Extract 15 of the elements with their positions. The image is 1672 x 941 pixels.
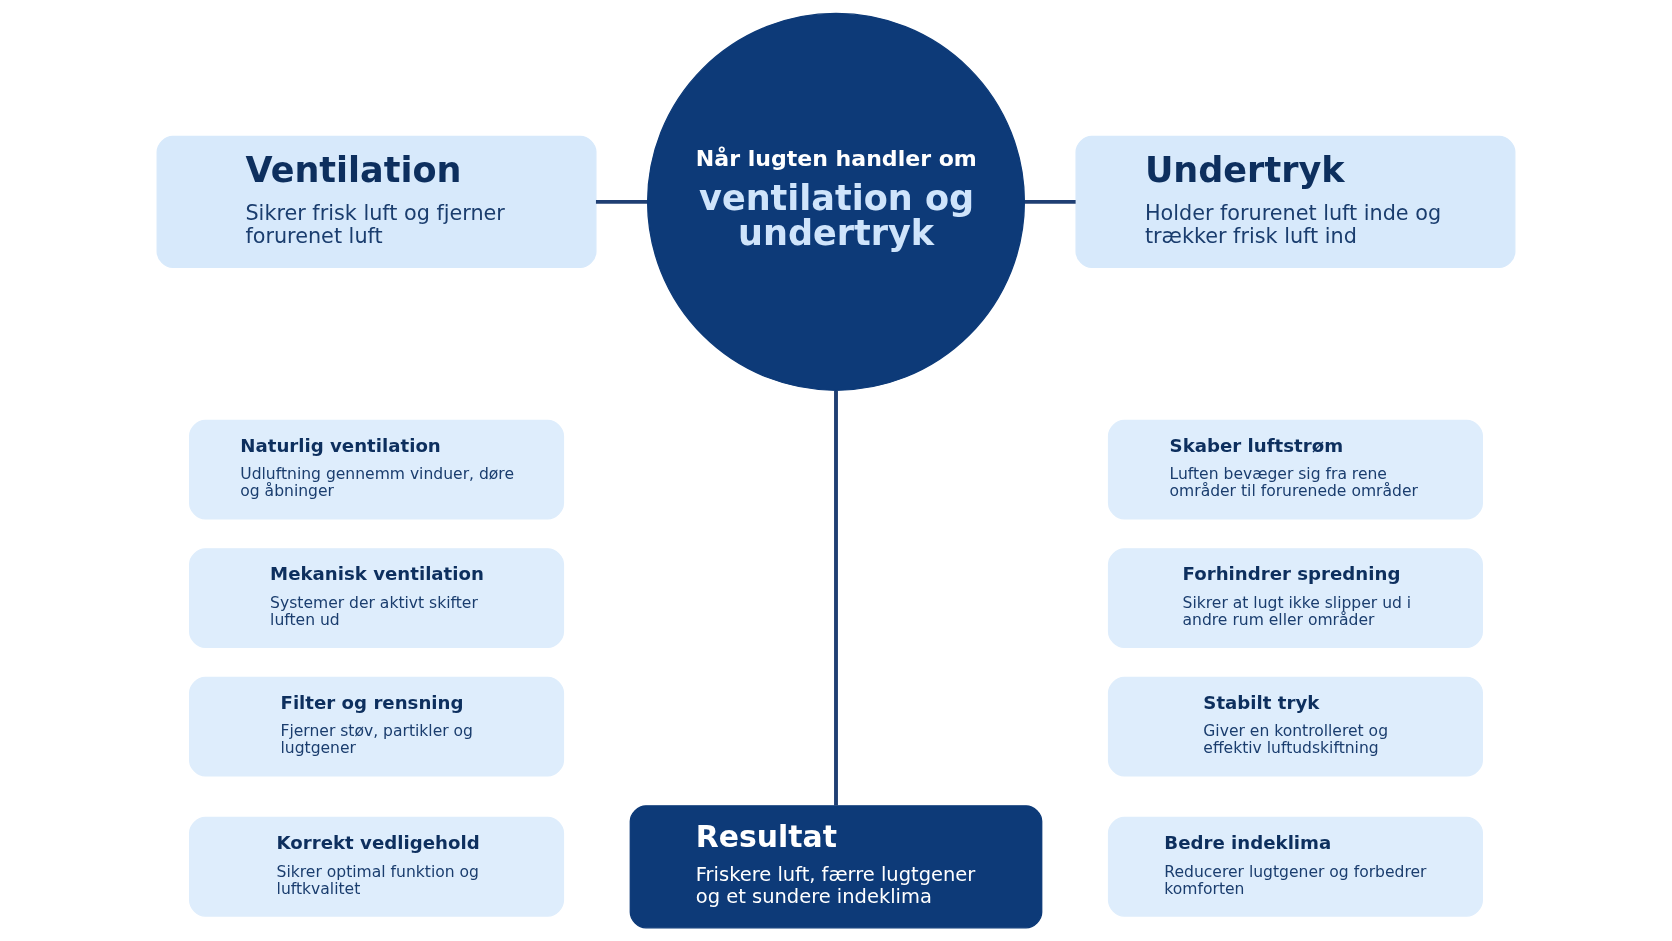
connector [595, 199, 648, 204]
node-circle: Når lugten handler om ventilation og undertryk [646, 12, 1026, 391]
connector [1024, 199, 1076, 204]
node-box: Skaber luftstrøm Luften bevæger sig fra rene områder til forurenede områder [1107, 419, 1483, 520]
node-box: Stabilt tryk Giver en kontrolleret og effektiv luftudskiftning [1107, 676, 1483, 777]
node-box: Mekanisk ventilation Systemer der aktivt skifter luften ud [189, 548, 565, 649]
node-box: Filter og rensning Fjerner støv, partikler og lugtgener [189, 676, 565, 777]
node-box: Ventilation Sikrer frisk luft og fjerner forurenet luft [156, 135, 597, 269]
node-box: Naturlig ventilation Udluftning gennemm vinduer, døre og åbninger [189, 419, 565, 520]
node-box: Undertryk Holder forurenet luft inde og trækker frisk luft ind [1075, 135, 1516, 269]
node-box: Korrekt vedligehold Sikrer optimal funktion og luftkvalitet [189, 816, 565, 917]
connector [834, 390, 838, 806]
node-box: Resultat Friskere luft, færre lugtgener og et sundere indeklima [629, 805, 1043, 929]
node-box: Forhindrer spredning Sikrer at lugt ikke slipper ud i andre rum eller områder [1107, 548, 1483, 649]
node-box: Bedre indeklima Reducerer lugtgener og forbedrer komforten [1107, 816, 1483, 917]
